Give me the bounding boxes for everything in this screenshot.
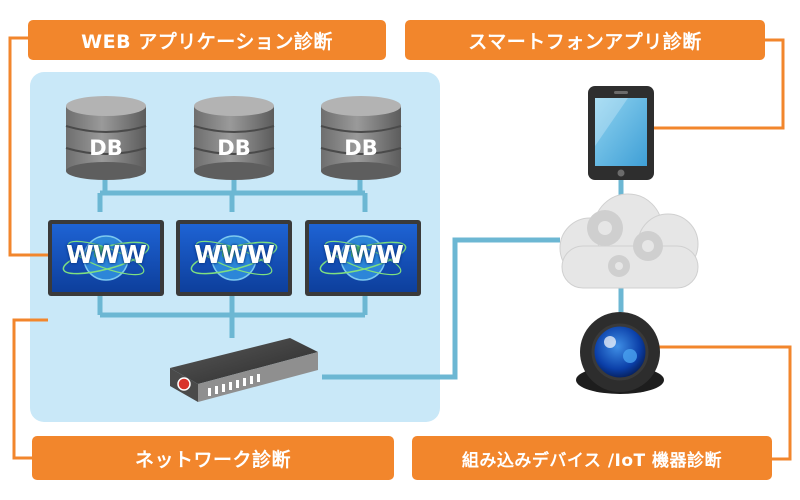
database-icon (193, 96, 275, 180)
www-globe-icon (176, 220, 292, 296)
camera-icon (576, 312, 664, 394)
network-bracket-line (12, 318, 48, 460)
www-label: WWW (66, 240, 147, 269)
network-appliance-icon (170, 338, 318, 402)
smartphone-app-diagnosis-label: スマートフォンアプリ診断 (405, 20, 765, 60)
database-label: DB (344, 136, 378, 160)
database-label: DB (89, 136, 123, 160)
www-globe-icon (305, 220, 421, 296)
www-label: WWW (323, 240, 404, 269)
web-app-diagnosis-label: WEB アプリケーション診断 (28, 20, 386, 60)
database-icon (65, 96, 147, 180)
database-label: DB (217, 136, 251, 160)
smartphone-icon (588, 86, 654, 180)
www-label: WWW (194, 240, 275, 269)
smartphone-bracket-line (638, 38, 785, 130)
embedded-iot-diagnosis-label: 組み込みデバイス /IoT 機器診断 (412, 436, 772, 480)
database-icons (65, 96, 402, 180)
www-servers (48, 220, 421, 296)
network-diagnosis-label: ネットワーク診断 (32, 436, 394, 480)
www-globe-icon (48, 220, 164, 296)
iot-bracket-line (658, 345, 792, 461)
web-bracket-line (8, 36, 48, 257)
database-icon (320, 96, 402, 180)
cloud-gears-icon (559, 193, 699, 289)
